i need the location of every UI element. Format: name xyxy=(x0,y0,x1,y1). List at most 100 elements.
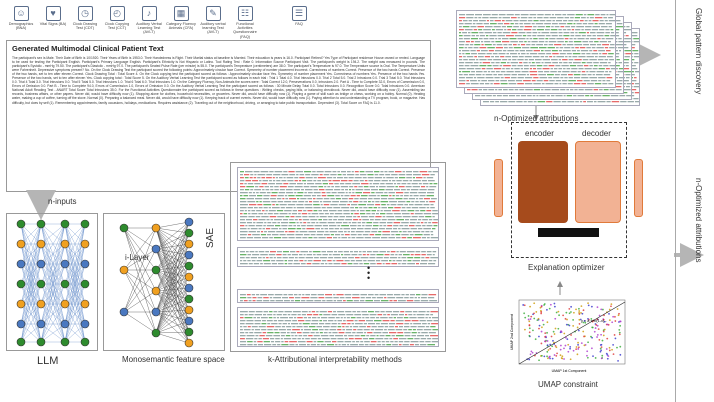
umap-point xyxy=(538,327,540,330)
attribution-token xyxy=(616,83,623,85)
attribution-token xyxy=(514,89,519,91)
attribution-token xyxy=(268,210,276,212)
attribution-token xyxy=(506,26,513,28)
umap-point xyxy=(522,304,525,306)
attribution-token xyxy=(411,216,418,218)
attribution-token xyxy=(420,186,426,188)
attribution-token xyxy=(258,207,263,209)
attribution-token xyxy=(564,47,571,49)
attribution-token xyxy=(317,344,320,346)
attribution-token xyxy=(255,225,263,227)
attribution-token xyxy=(609,59,615,61)
attribution-token xyxy=(558,32,563,34)
attribution-token xyxy=(394,189,400,191)
attribution-token xyxy=(481,95,486,97)
attribution-token xyxy=(404,341,410,343)
attribution-token xyxy=(343,177,348,179)
umap-point xyxy=(619,353,622,356)
attribution-token xyxy=(322,254,328,256)
attribution-token xyxy=(301,213,308,215)
attribution-token xyxy=(432,213,438,215)
attribution-token xyxy=(379,186,386,188)
attribution-token xyxy=(350,210,356,212)
attribution-token xyxy=(335,195,340,197)
attribution-token xyxy=(554,83,559,85)
umap-point xyxy=(563,332,566,335)
attribution-token xyxy=(297,320,305,322)
attribution-token xyxy=(507,29,511,31)
attribution-token xyxy=(459,47,464,49)
attribution-token xyxy=(313,198,316,200)
icon-label: FAQ xyxy=(295,22,303,26)
attribution-token xyxy=(599,53,602,55)
attribution-token xyxy=(390,231,399,233)
attribution-token xyxy=(345,332,352,334)
attribution-token xyxy=(343,300,346,302)
attribution-token xyxy=(562,71,570,73)
attribution-token xyxy=(480,50,488,52)
icon-label: Clock Copying Test (CCT) xyxy=(104,22,130,31)
attribution-token xyxy=(537,101,546,103)
attribution-token xyxy=(476,59,479,61)
attribution-token xyxy=(339,201,348,203)
attribution-token xyxy=(320,335,329,337)
attribution-token xyxy=(331,186,335,188)
attribution-token xyxy=(483,29,491,31)
attribution-token xyxy=(392,195,395,197)
attribution-token xyxy=(295,344,299,346)
attribution-token xyxy=(401,228,410,230)
attribution-token xyxy=(560,74,567,76)
attribution-token xyxy=(546,20,552,22)
attribution-token xyxy=(286,192,294,194)
attribution-token xyxy=(495,29,504,31)
attribution-token xyxy=(297,314,301,316)
attribution-token xyxy=(573,41,582,43)
attribution-token xyxy=(351,237,356,239)
attribution-token xyxy=(243,174,250,176)
attribution-token xyxy=(282,198,285,200)
attribution-token xyxy=(575,47,579,49)
attribution-token xyxy=(352,183,361,185)
attribution-token xyxy=(270,186,274,188)
attribution-token xyxy=(252,300,256,302)
attribution-token xyxy=(312,329,319,331)
attribution-token xyxy=(541,62,544,64)
attribution-token xyxy=(406,300,414,302)
attribution-token xyxy=(313,192,321,194)
attribution-token xyxy=(299,344,306,346)
attribution-token xyxy=(468,20,473,22)
attribution-token xyxy=(267,314,273,316)
attribution-token xyxy=(367,311,374,313)
attribution-token xyxy=(275,341,281,343)
attribution-token xyxy=(560,77,564,79)
attribution-token xyxy=(370,329,375,331)
attribution-token xyxy=(278,329,286,331)
attribution-token xyxy=(248,231,256,233)
attribution-token xyxy=(293,263,300,265)
attribution-token xyxy=(249,177,253,179)
umap-point xyxy=(546,331,548,334)
llm-node xyxy=(60,337,70,347)
umap-point xyxy=(614,337,617,340)
attribution-token xyxy=(605,32,610,34)
attribution-token xyxy=(533,20,539,22)
attribution-token xyxy=(576,26,585,28)
attribution-token xyxy=(306,341,313,343)
attribution-token xyxy=(348,257,354,259)
attribution-token xyxy=(545,38,549,40)
umap-point xyxy=(559,354,562,357)
attribution-token xyxy=(634,77,637,79)
attribution-token xyxy=(598,50,606,52)
attribution-token xyxy=(240,260,243,262)
attribution-token xyxy=(240,234,247,236)
attribution-token xyxy=(544,89,551,91)
attribution-token xyxy=(412,231,421,233)
umap-point xyxy=(587,304,590,307)
attribution-token xyxy=(507,80,515,82)
attribution-token xyxy=(334,320,337,322)
attribution-token xyxy=(512,59,517,61)
attribution-token xyxy=(590,38,597,40)
attribution-token xyxy=(272,344,277,346)
attribution-token xyxy=(425,231,430,233)
attribution-token xyxy=(616,59,620,61)
